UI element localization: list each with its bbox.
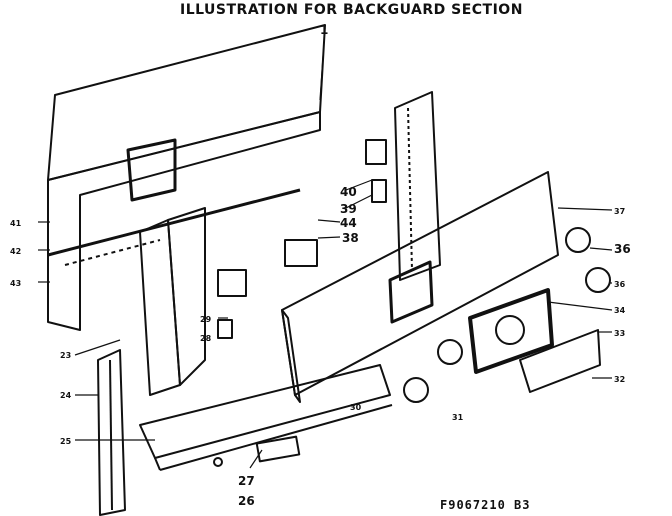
knob-4 [403,377,429,403]
label-36b: 36 [614,280,626,289]
knob-3 [437,339,463,365]
screw [213,457,223,467]
clock-motor [371,179,387,203]
label-1: 1 [320,23,328,37]
rear-panel-window [126,138,177,202]
label-28: 28 [200,334,212,343]
mounting-plate [255,435,301,463]
label-37: 37 [614,207,625,216]
label-30: 30 [350,403,362,412]
label-24: 24 [60,391,72,400]
label-36a: 36 [614,242,631,256]
relay [365,139,387,165]
label-32: 32 [614,375,625,384]
lower-trim-channel [139,364,391,459]
switch-component [217,269,247,297]
infinite-switch [284,239,318,267]
label-31: 31 [452,413,464,422]
label-29: 29 [200,315,212,324]
label-42: 42 [10,247,21,256]
diagram-code: F9067210 B3 [440,498,531,512]
label-40: 40 [340,185,357,199]
control-panel [281,171,559,396]
label-23: 23 [60,351,71,360]
rear-panel-lower [47,111,321,331]
right-rear-bracket [394,91,441,281]
label-33: 33 [614,329,625,338]
overlay-plate [519,329,601,393]
label-44: 44 [340,216,357,230]
label-25: 25 [60,437,72,446]
label-26: 26 [238,494,255,508]
diagram-title: ILLUSTRATION FOR BACKGUARD SECTION [180,2,523,18]
panel-display-window [388,260,434,324]
label-43: 43 [10,279,21,288]
label-38: 38 [342,231,359,245]
clock-display [468,288,554,374]
label-34: 34 [614,306,626,315]
label-39: 39 [340,202,357,216]
knob-2 [585,267,611,293]
terminal-block [217,319,233,339]
rear-panel [47,24,326,181]
label-27: 27 [238,474,255,488]
knob-1 [565,227,591,253]
label-41: 41 [10,219,22,228]
side-bracket [97,349,126,516]
